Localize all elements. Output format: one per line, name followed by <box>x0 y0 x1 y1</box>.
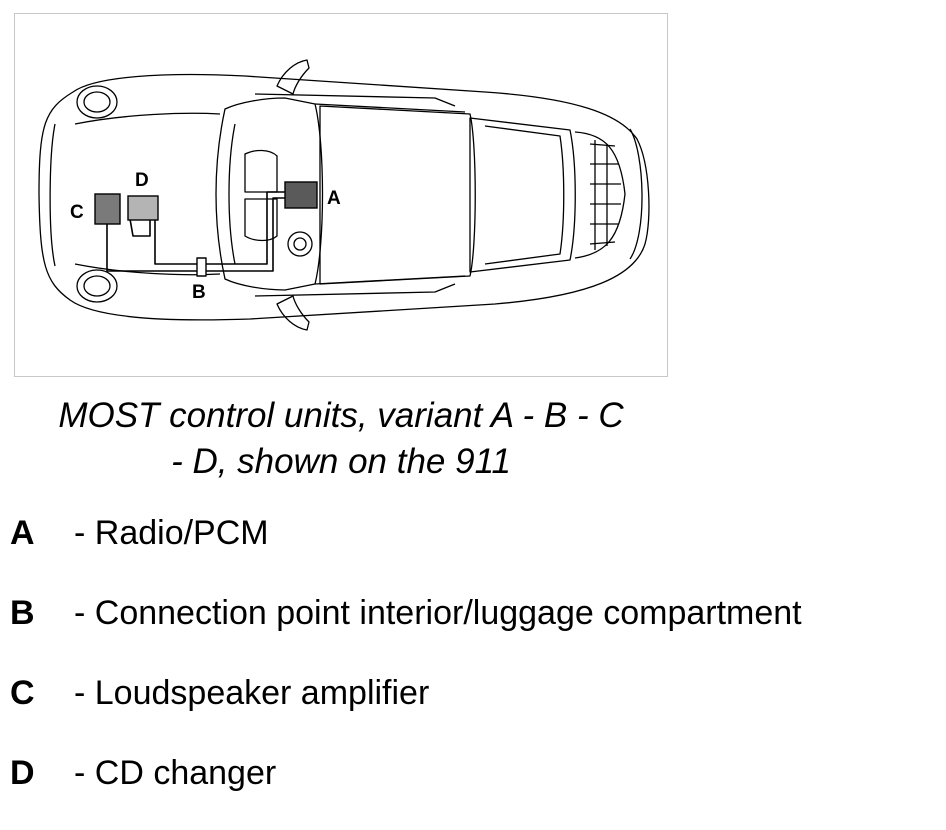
unit-a-radio-pcm <box>284 181 318 209</box>
roof <box>319 105 476 285</box>
legend-key: A <box>10 514 35 552</box>
legend-text: - CD changer <box>74 754 277 792</box>
unit-c-loudspeaker-amplifier <box>94 193 121 225</box>
car-body-outline <box>38 73 650 321</box>
label-a: A <box>327 188 341 209</box>
car-top-view-drawing: A B C D <box>38 59 650 331</box>
caption-line-1: MOST control units, variant A - B - C <box>58 396 624 435</box>
legend-item-b: B - Connection point interior/luggage co… <box>10 590 940 670</box>
legend-item-c: C - Loudspeaker amplifier <box>10 670 940 750</box>
legend-item-d: D - CD changer <box>10 750 940 830</box>
wiring-harness <box>129 218 151 237</box>
headlight-upper <box>76 85 118 119</box>
caption-line-2: - D, shown on the 911 <box>171 442 511 481</box>
headlight-lower <box>76 269 118 303</box>
label-b: B <box>192 282 206 303</box>
unit-d-cd-changer <box>127 195 159 221</box>
legend-key: D <box>10 754 35 792</box>
legend-text: - Connection point interior/luggage comp… <box>74 594 802 632</box>
connection-point-b <box>196 257 207 277</box>
legend-item-a: A - Radio/PCM <box>10 510 940 590</box>
mirror-upper <box>276 59 310 95</box>
legend-key: C <box>10 674 35 712</box>
car-diagram-figure: A B C D <box>14 13 668 377</box>
legend: A - Radio/PCM B - Connection point inter… <box>10 510 940 830</box>
rear-window <box>469 117 576 273</box>
legend-key: B <box>10 594 35 632</box>
legend-text: - Radio/PCM <box>74 514 269 552</box>
legend-text: - Loudspeaker amplifier <box>74 674 430 712</box>
label-d: D <box>135 170 149 191</box>
mirror-lower <box>276 295 310 331</box>
figure-caption: MOST control units, variant A - B - C - … <box>0 393 682 485</box>
label-c: C <box>70 202 84 223</box>
